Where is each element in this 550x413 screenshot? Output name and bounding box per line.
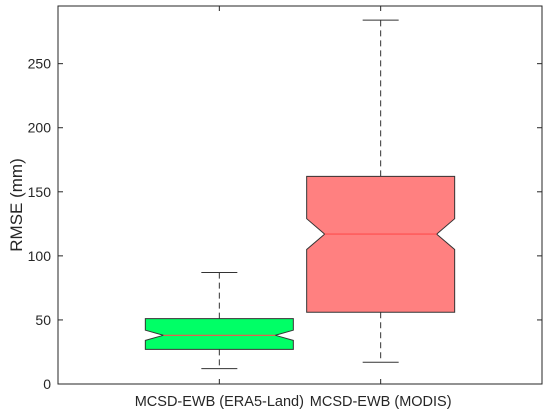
y-tick-label: 0: [43, 376, 51, 392]
plot-area: [57, 5, 543, 385]
box-group: [306, 19, 456, 363]
y-tick-label: 100: [28, 248, 52, 264]
y-tick-label: 250: [28, 56, 52, 72]
x-category-label: MCSD-EWB (ERA5-Land): [135, 394, 304, 410]
y-axis-ticks: 0 50 100 150 200 250: [28, 56, 542, 392]
y-tick-label: 150: [28, 184, 52, 200]
box-body: [306, 175, 456, 313]
y-axis-label: RMSE (mm): [7, 158, 26, 251]
x-category-label: MCSD-EWB (MODIS): [310, 394, 452, 410]
box-group: [144, 272, 294, 370]
boxes-layer: [144, 19, 456, 370]
x-axis-labels: MCSD-EWB (ERA5-Land) MCSD-EWB (MODIS): [135, 6, 452, 410]
y-tick-label: 200: [28, 120, 52, 136]
y-tick-label: 50: [35, 312, 51, 328]
plot-frame: [57, 5, 543, 385]
box-body: [144, 318, 294, 350]
